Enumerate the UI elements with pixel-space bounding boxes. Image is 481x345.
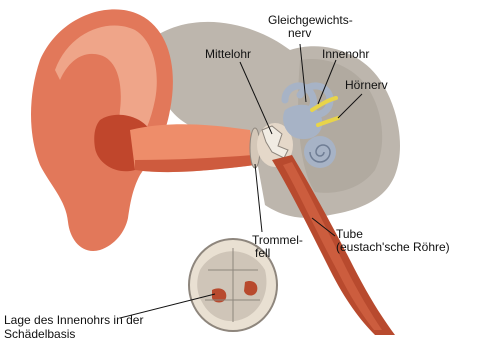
label-trommelfell-line2: fell (255, 247, 270, 260)
label-innenohr: Innenohr (322, 48, 369, 61)
label-lage-line2: Schädelbasis (4, 328, 75, 341)
label-mittelohr: Mittelohr (205, 48, 251, 61)
cochlea (304, 136, 336, 168)
label-hoernerv: Hörnerv (345, 79, 388, 92)
label-tube-line2: (eustach'sche Röhre) (336, 241, 450, 254)
label-lage-line1: Lage des Innenohrs in der (4, 314, 143, 327)
label-gleichgewichtsnerv-line2: nerv (288, 27, 311, 40)
